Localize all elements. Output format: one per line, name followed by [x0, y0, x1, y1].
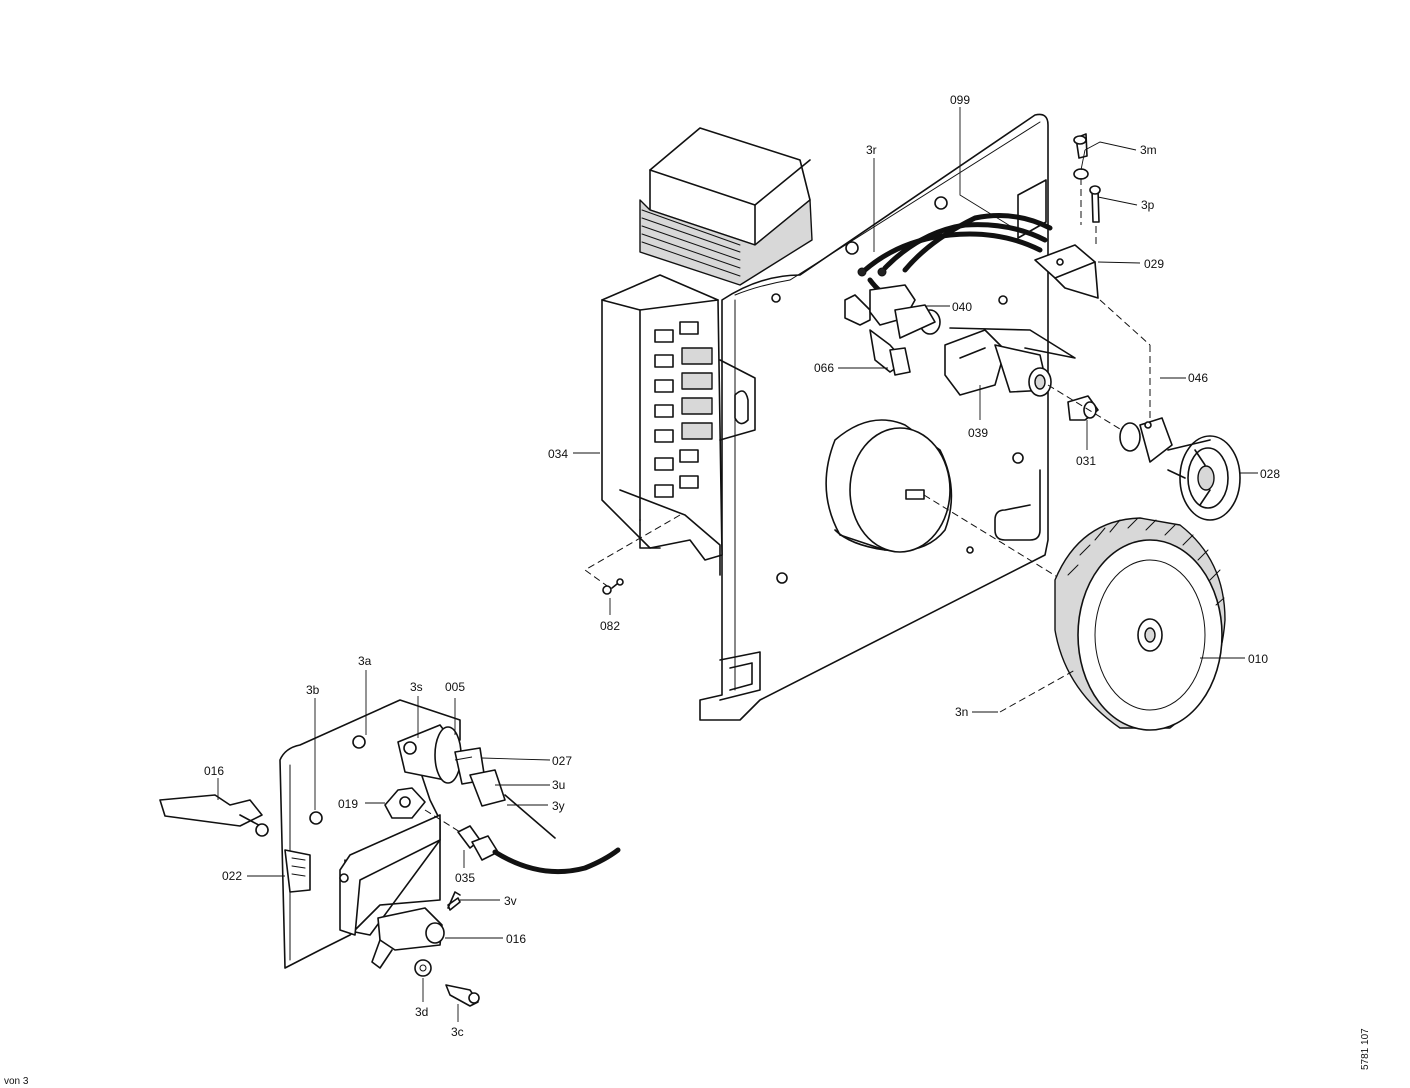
- bracket-019: [384, 787, 426, 819]
- label-3m: 3m: [1140, 143, 1157, 157]
- label-3b: 3b: [306, 683, 320, 697]
- control-box-034: [601, 127, 813, 576]
- label-3s: 3s: [410, 680, 423, 694]
- label-031: 031: [1076, 454, 1096, 468]
- electrode-016: [159, 794, 269, 837]
- nozzle-031: [1047, 384, 1139, 441]
- label-029: 029: [1144, 257, 1164, 271]
- motor: [825, 419, 1161, 641]
- label-034: 034: [548, 447, 568, 461]
- chassis-plate: [699, 113, 1049, 721]
- label-3c: 3c: [451, 1025, 464, 1039]
- label-046: 046: [1188, 371, 1208, 385]
- air-flap-016: [371, 891, 480, 1007]
- screw-082: [584, 514, 681, 595]
- label-099: 099: [950, 93, 970, 107]
- air-guide-028: [1099, 299, 1241, 521]
- label-016-electrode: 016: [204, 764, 224, 778]
- wire-harness-099: [857, 179, 1053, 301]
- label-005: 005: [445, 680, 465, 694]
- page-footer: von 3: [4, 1076, 29, 1087]
- label-010: 010: [1248, 652, 1268, 666]
- label-040: 040: [952, 300, 972, 314]
- label-3r: 3r: [866, 143, 877, 157]
- label-019: 019: [338, 797, 358, 811]
- label-3a: 3a: [358, 654, 372, 668]
- label-027: 027: [552, 754, 572, 768]
- label-022: 022: [222, 869, 242, 883]
- fan-wheel-010: [999, 517, 1226, 731]
- fan-blades: [1067, 517, 1225, 606]
- leader-lines: [217, 107, 1258, 1022]
- label-3p: 3p: [1141, 198, 1155, 212]
- burner-plate: [279, 699, 461, 969]
- label-016-flap: 016: [506, 932, 526, 946]
- label-3y: 3y: [552, 799, 565, 813]
- label-035: 035: [455, 871, 475, 885]
- drawing-number: 5781 107: [1360, 1028, 1371, 1070]
- bracket-029: [1034, 244, 1099, 299]
- cable-035: [424, 809, 621, 875]
- label-066: 066: [814, 361, 834, 375]
- label-3u: 3u: [552, 778, 565, 792]
- label-082: 082: [600, 619, 620, 633]
- air-guide-046: [1119, 417, 1173, 463]
- label-3d: 3d: [415, 1005, 428, 1019]
- valve-assembly: [844, 284, 1076, 397]
- label-3n: 3n: [955, 705, 968, 719]
- part-labels: 099 3r 3m 3p 029 040 066 039 046 031 028…: [204, 93, 1280, 1039]
- label-3v: 3v: [504, 894, 517, 908]
- screws-3m-3p: [1073, 133, 1101, 248]
- solenoid-3s-005: [397, 724, 556, 839]
- label-039: 039: [968, 426, 988, 440]
- terminal-slots: [654, 321, 713, 498]
- label-028: 028: [1260, 467, 1280, 481]
